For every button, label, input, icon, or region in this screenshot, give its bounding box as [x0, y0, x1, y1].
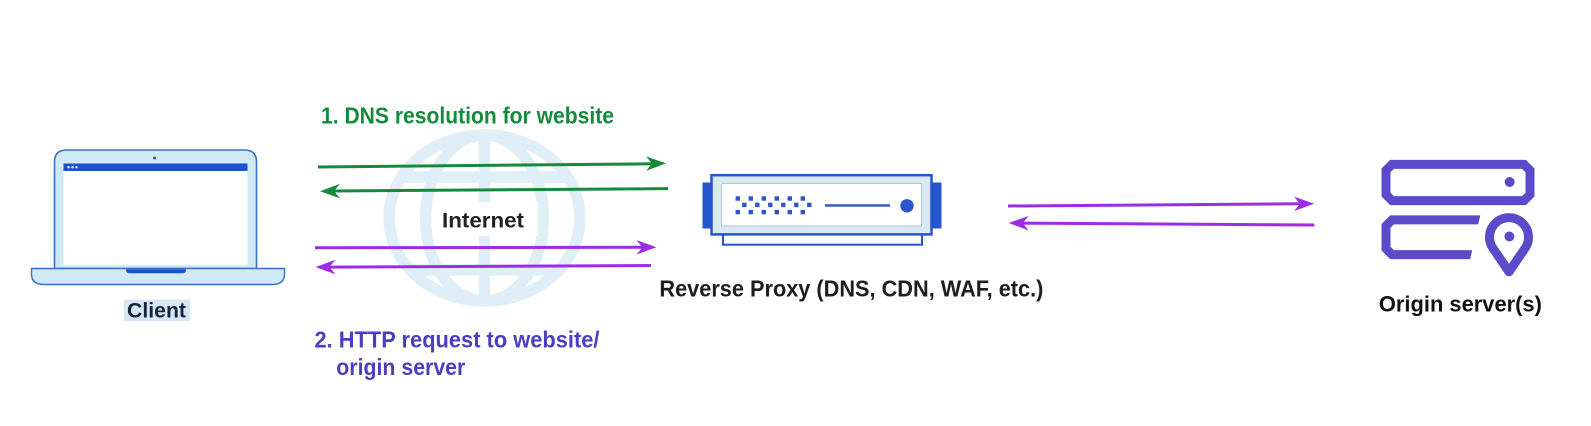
- svg-text:Origin server(s): Origin server(s): [1379, 292, 1542, 317]
- svg-text:2. HTTP request to website/: 2. HTTP request to website/: [315, 326, 601, 352]
- svg-text:Internet: Internet: [442, 209, 524, 233]
- svg-text:1. DNS resolution for website: 1. DNS resolution for website: [321, 103, 614, 129]
- svg-text:Client: Client: [127, 299, 186, 323]
- svg-text:Reverse Proxy (DNS, CDN, WAF,: Reverse Proxy (DNS, CDN, WAF, etc.): [659, 275, 1043, 301]
- svg-text:origin server: origin server: [336, 354, 465, 380]
